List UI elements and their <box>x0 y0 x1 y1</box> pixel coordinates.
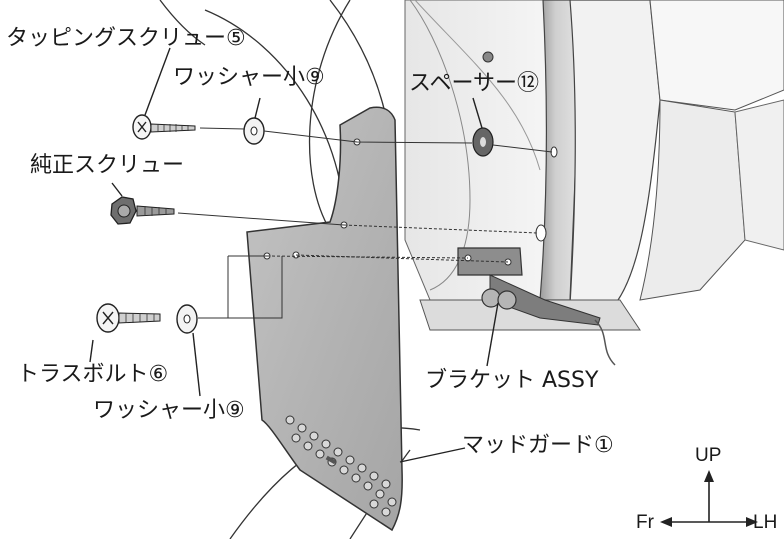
label-spacer: スペーサー⑫ <box>409 71 540 96</box>
vehicle-body <box>404 0 784 366</box>
tapping-screw-part <box>132 114 196 140</box>
direction-up-label: UP <box>695 445 722 466</box>
label-washer-small-top: ワッシャー小⑨ <box>173 65 325 90</box>
washer-top-part <box>243 117 265 145</box>
leader-lines <box>89 47 499 463</box>
truss-bolt-part <box>96 303 161 333</box>
direction-indicator <box>660 470 758 527</box>
label-washer-small-bottom: ワッシャー小⑨ <box>93 398 245 423</box>
direction-front-label: Fr <box>636 512 654 533</box>
label-tapping-screw: タッピングスクリュー⑤ <box>6 26 246 51</box>
direction-left-label: LH <box>753 512 778 533</box>
label-bracket-assy: ブラケット ASSY <box>425 368 599 393</box>
assembly-lines <box>177 127 553 319</box>
label-truss-bolt: トラスボルト⑥ <box>17 362 169 387</box>
label-mudguard: マッドガード① <box>462 433 614 458</box>
mudguard-panel <box>246 106 403 532</box>
label-genuine-screw: 純正スクリュー <box>30 153 185 178</box>
genuine-screw-part <box>110 196 175 225</box>
washer-bottom-part <box>176 304 198 334</box>
